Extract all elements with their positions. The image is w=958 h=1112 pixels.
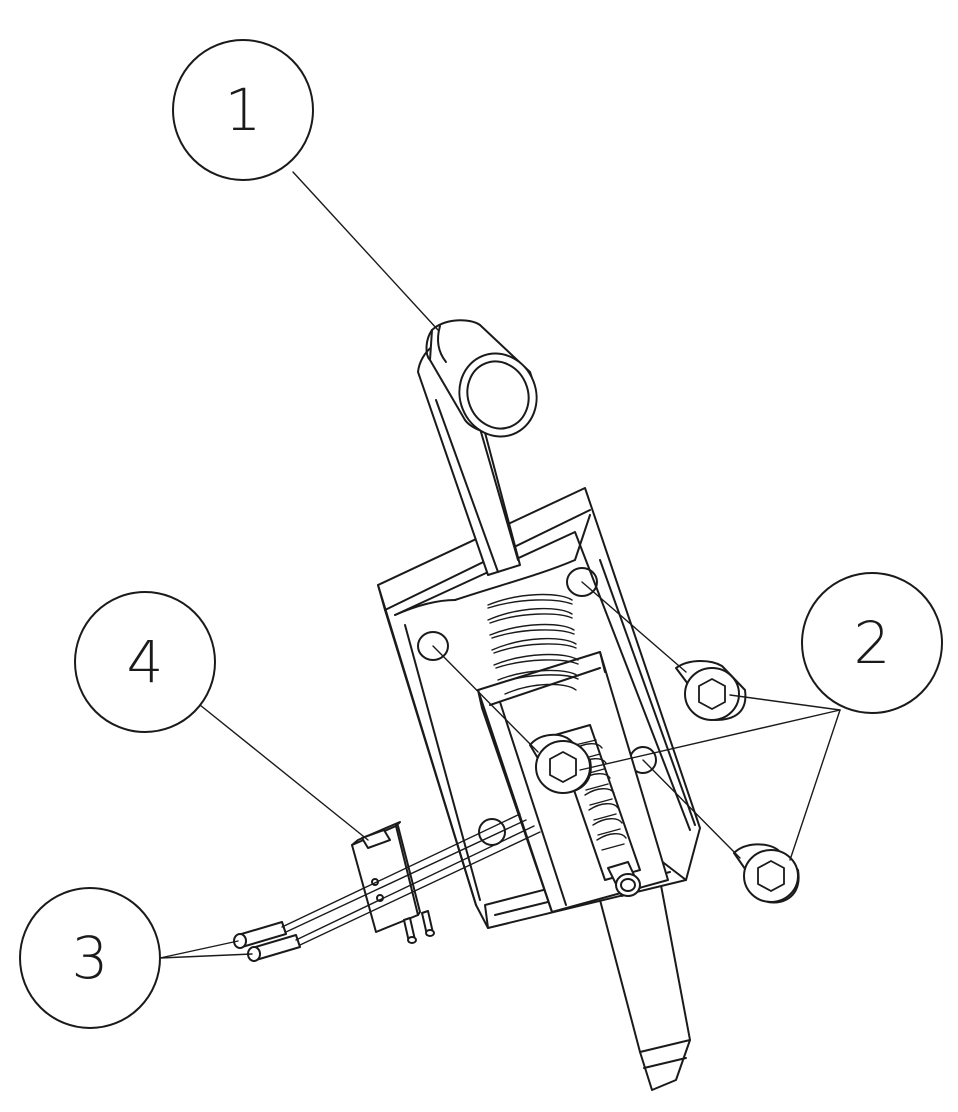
balloon-1: 1	[172, 39, 314, 181]
compression-spring-lower	[572, 739, 627, 851]
switch-screws	[233, 813, 541, 962]
screw-axis-lines	[432, 581, 741, 859]
balloon-4-label: 4	[127, 628, 164, 696]
balloon-2: 2	[801, 572, 943, 714]
compression-spring-upper	[487, 593, 579, 695]
balloon-4: 4	[74, 591, 216, 733]
cap-screw-middle	[529, 733, 592, 794]
micro-switch	[351, 821, 435, 944]
cap-screw-upper	[675, 660, 747, 721]
leader-lines	[159, 171, 841, 959]
handle-knob	[425, 319, 538, 438]
balloon-3: 3	[19, 887, 161, 1029]
pin-lower-shaft	[599, 879, 691, 1091]
cap-screw-lower	[733, 843, 800, 904]
guide-pin-end	[607, 861, 641, 897]
balloon-1-label: 1	[225, 76, 262, 144]
balloon-3-label: 3	[72, 924, 109, 992]
balloon-2-label: 2	[854, 609, 891, 677]
